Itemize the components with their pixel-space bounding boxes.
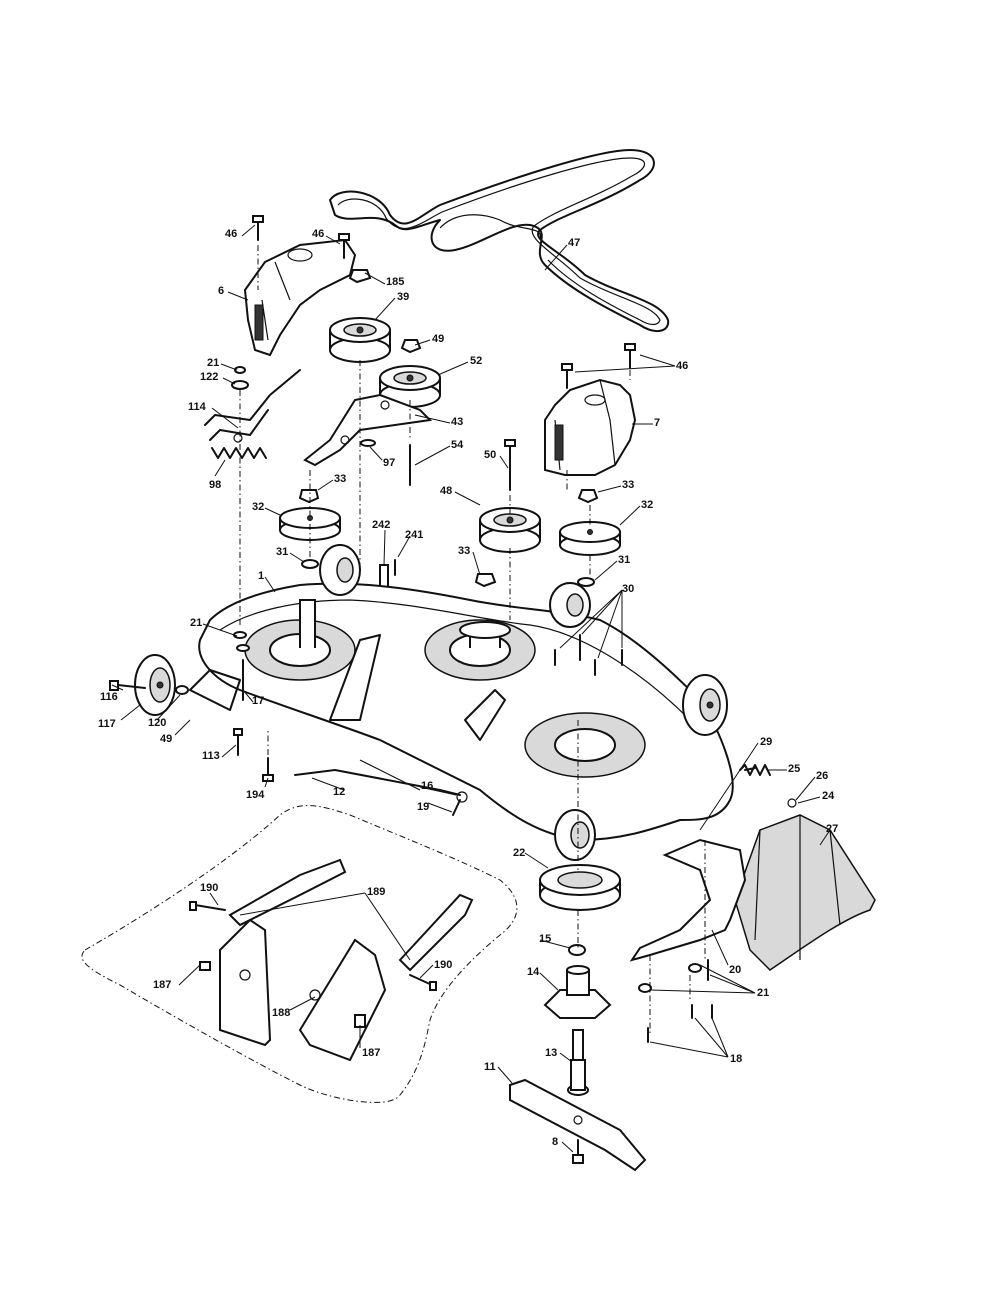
deck-hardware-21-18 (638, 959, 713, 1043)
deflector-bracket (629, 764, 797, 962)
callout-label: 16 (421, 780, 433, 792)
callout-label: 20 (729, 964, 741, 976)
callout-label: 6 (218, 285, 224, 297)
callout-label: 26 (816, 770, 828, 782)
callout-label: 19 (417, 801, 429, 813)
callout-labels: 46 46 185 39 47 6 49 52 46 21 122 114 43… (98, 228, 838, 1148)
callout-label: 43 (451, 416, 463, 428)
callout-label: 188 (272, 1007, 290, 1019)
gauge-wheel-right-rear (549, 582, 591, 628)
mower-blade-11 (509, 1078, 647, 1172)
callout-label: 242 (372, 519, 390, 531)
gauge-wheel-left (134, 654, 189, 716)
idler-arm-43 (303, 393, 433, 467)
callout-label: 47 (568, 237, 580, 249)
callout-label: 46 (225, 228, 237, 240)
callout-label: 114 (188, 401, 207, 413)
spring-98 (211, 447, 267, 459)
idler-arm-114 (204, 369, 301, 443)
callout-label: 33 (334, 473, 346, 485)
gauge-wheel-left-rear (319, 544, 361, 596)
callout-label: 27 (826, 823, 838, 835)
callout-label: 190 (200, 882, 218, 894)
callout-label: 190 (434, 959, 452, 971)
callout-label: 98 (209, 479, 221, 491)
callout-label: 32 (641, 499, 653, 511)
bearing-housing-22 (539, 864, 621, 911)
callout-label: 49 (160, 733, 172, 745)
right-pulley-cover (544, 378, 637, 476)
callout-label: 24 (822, 790, 835, 802)
callout-label: 33 (622, 479, 634, 491)
callout-label: 15 (539, 933, 551, 945)
callout-label: 120 (148, 717, 166, 729)
callout-label: 122 (200, 371, 218, 383)
hanger-bracket-inset (81, 805, 518, 1103)
callout-label: 21 (207, 357, 219, 369)
callout-label: 48 (440, 485, 452, 497)
idler-pulley-39 (329, 317, 391, 363)
callout-label: 46 (312, 228, 324, 240)
callout-label: 50 (484, 449, 496, 461)
hardware-upper (231, 215, 636, 591)
callout-label: 31 (276, 546, 288, 558)
gauge-wheel-front (554, 809, 596, 861)
callout-label: 29 (760, 736, 772, 748)
discharge-chute (734, 814, 876, 971)
callout-label: 194 (246, 789, 265, 801)
callout-label: 21 (757, 987, 769, 999)
callout-label: 18 (730, 1053, 742, 1065)
callout-label: 17 (252, 695, 264, 707)
spindle-assembly-14 (543, 944, 612, 1096)
callout-label: 30 (622, 583, 634, 595)
left-pulley-cover (243, 238, 357, 357)
callout-label: 241 (405, 529, 423, 541)
callout-label: 189 (367, 886, 385, 898)
mower-deck-housing (189, 582, 734, 842)
callout-label: 32 (252, 501, 264, 513)
alignment-lines (239, 245, 706, 1035)
callout-label: 52 (470, 355, 482, 367)
callout-label: 25 (788, 763, 800, 775)
callout-label: 7 (654, 417, 660, 429)
spindle-pulley-right-32 (559, 521, 621, 556)
callout-label: 113 (202, 750, 220, 762)
callout-label: 21 (190, 617, 202, 629)
callout-label: 116 (100, 691, 118, 703)
callout-label: 11 (484, 1061, 496, 1073)
idler-pulley-48 (479, 507, 541, 553)
callout-label: 97 (383, 457, 395, 469)
callout-label: 13 (545, 1047, 557, 1059)
drive-belt (329, 149, 670, 332)
callout-label: 187 (153, 979, 171, 991)
callout-leaders (111, 224, 831, 1153)
callout-label: 117 (98, 718, 116, 730)
callout-label: 39 (397, 291, 409, 303)
callout-label: 46 (676, 360, 688, 372)
callout-label: 8 (552, 1136, 558, 1148)
callout-label: 185 (386, 276, 404, 288)
callout-label: 1 (258, 570, 264, 582)
callout-label: 54 (451, 439, 464, 451)
callout-label: 14 (527, 966, 540, 978)
callout-label: 187 (362, 1047, 380, 1059)
callout-label: 49 (432, 333, 444, 345)
gauge-wheel-right (682, 674, 728, 736)
callout-label: 12 (333, 786, 345, 798)
callout-label: 31 (618, 554, 630, 566)
callout-label: 22 (513, 847, 525, 859)
callout-label: 33 (458, 545, 470, 557)
